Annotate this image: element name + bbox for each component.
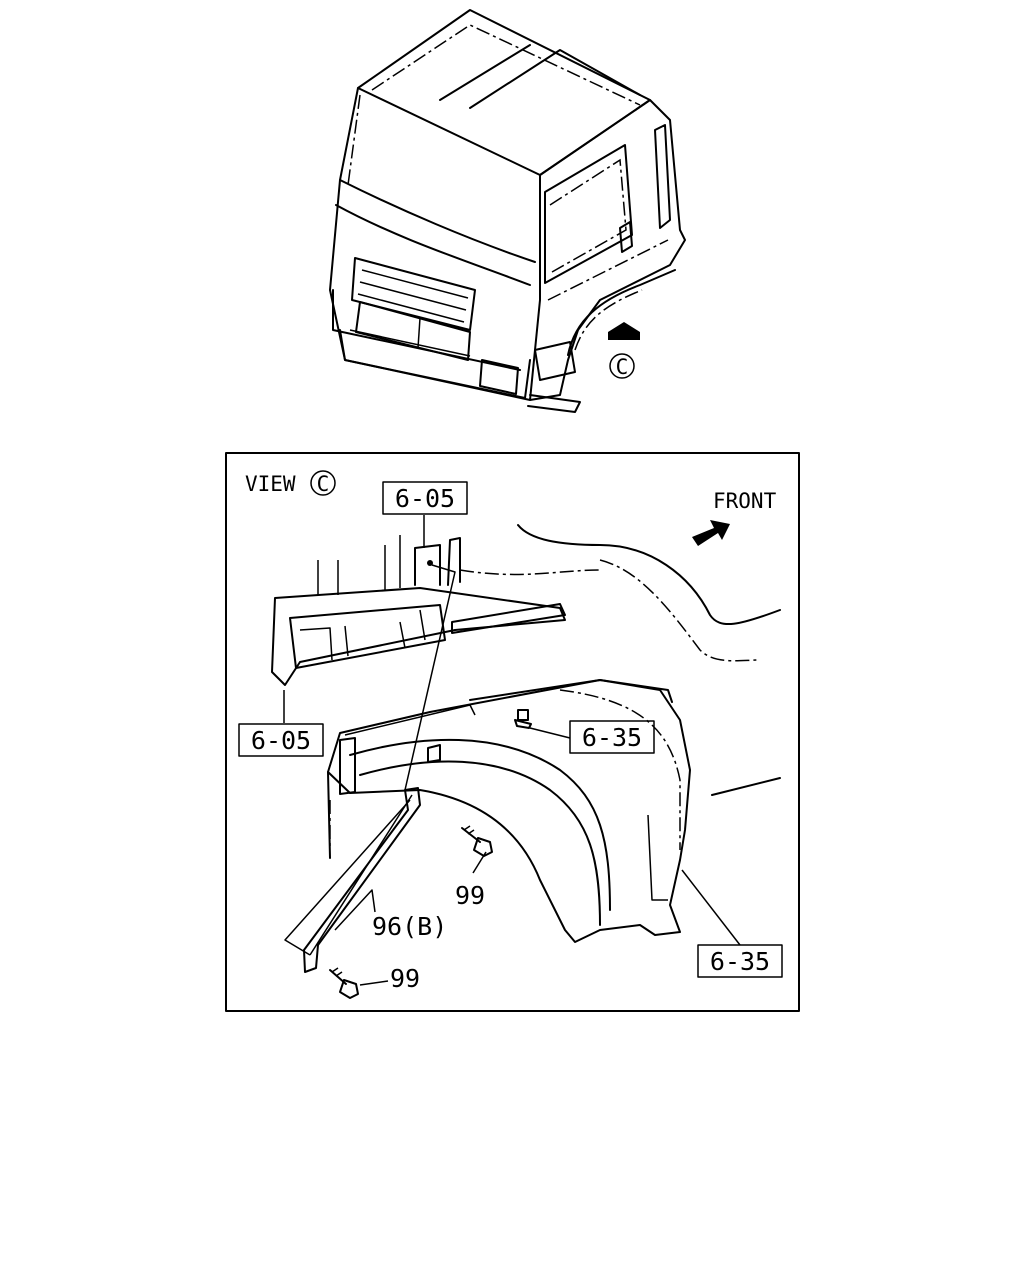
- callout-605-top: 6-05: [395, 484, 455, 513]
- callout-635-bottom: 6-35: [710, 947, 770, 976]
- part-96b-label: 96(B): [372, 912, 447, 941]
- callout-box-605-top: [382, 481, 468, 515]
- bolt-upper-icon: [461, 825, 493, 857]
- clip-icon: [514, 709, 532, 729]
- callout-605-left: 6-05: [251, 726, 311, 755]
- front-direction-arrow: [692, 520, 730, 546]
- view-direction-arrow: [608, 322, 640, 340]
- callout-box-605-left: [238, 723, 324, 757]
- wheelhouse-assembly: [271, 524, 781, 999]
- cab-view-marker: C: [616, 355, 629, 379]
- leader-lines: [283, 515, 741, 986]
- view-title-marker-circle: [310, 470, 336, 496]
- bolt-lower-icon: [329, 967, 359, 999]
- part-99-upper-label: 99: [455, 881, 485, 910]
- view-marker-circle: [609, 353, 635, 379]
- callout-box-635-mid: [569, 720, 655, 754]
- view-title-marker: C: [317, 472, 330, 496]
- truck-cab-illustration: C: [329, 9, 686, 413]
- callout-box-635-bottom: [697, 944, 783, 978]
- callout-635-mid: 6-35: [582, 723, 642, 752]
- view-title: VIEW: [245, 472, 296, 496]
- front-label: FRONT: [713, 489, 777, 513]
- detail-frame: [225, 452, 800, 1012]
- part-99-lower-label: 99: [390, 964, 420, 993]
